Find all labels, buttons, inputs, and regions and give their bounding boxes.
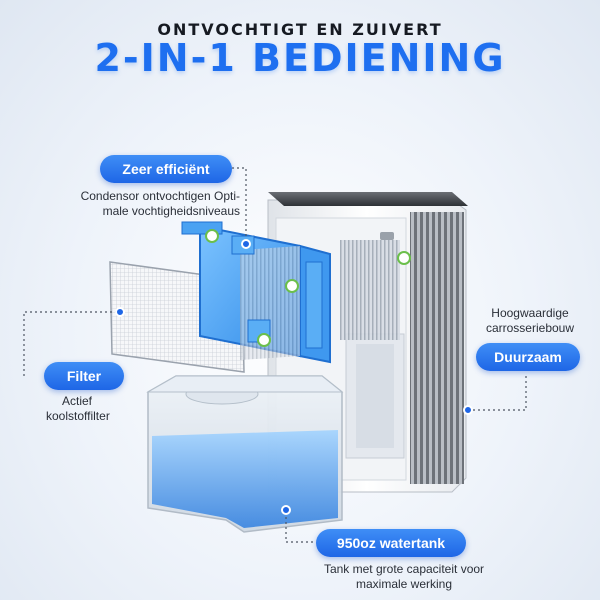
filter-description: Actief koolstoffilter [46,394,156,424]
filter-badge: Filter [44,362,124,390]
durable-desc-line2: carrosseriebouw [485,321,575,335]
headline-subtitle: ONTVOCHTIGT EN ZUIVERT [157,20,443,39]
efficient-description: Condensor ontvochtigen Opti- male vochti… [40,189,240,219]
efficient-desc-line2: male vochtigheidsniveaus [102,204,240,218]
durable-description: Hoogwaardige carrosseriebouw [470,306,590,336]
filter-desc-line1: Actief [62,394,93,408]
tank-desc-line1: Tank met grote capaciteit voor [323,562,485,576]
headline-title: 2-IN-1 BEDIENING [94,36,506,80]
filter-desc-line2: koolstoffilter [46,409,110,423]
tank-badge: 950oz watertank [316,529,466,557]
durable-desc-line1: Hoogwaardige [491,306,569,320]
condenser-coil [181,221,331,364]
leaf-icon [205,229,411,347]
water-tank [146,375,344,533]
leader-lines [23,167,527,543]
anchor-dots [115,239,473,515]
efficient-badge: Zeer efficiënt [100,155,232,183]
tank-desc-line2: maximale werking [355,577,453,591]
efficient-desc-line1: Condensor ontvochtigen Opti- [80,189,240,203]
durable-badge: Duurzaam [476,343,580,371]
tank-description: Tank met grote capaciteit voor maximale … [304,562,504,592]
